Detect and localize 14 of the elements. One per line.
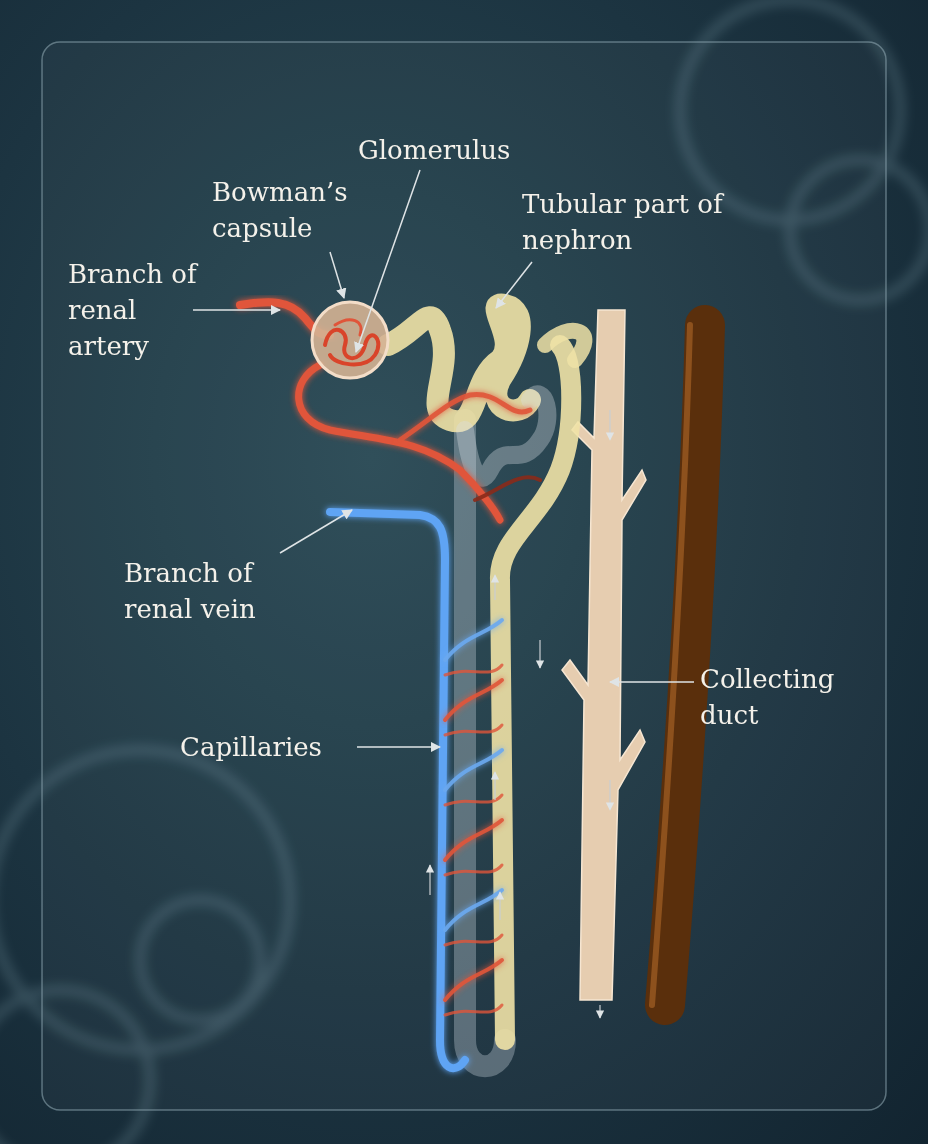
leader-line xyxy=(608,676,695,688)
callout-label: Collecting duct xyxy=(700,661,870,733)
callout-label: Capillaries xyxy=(180,729,355,765)
callout-label: Bowman’s capsule xyxy=(212,174,362,246)
leader-line xyxy=(329,251,347,299)
callout-label: Tubular part of nephron xyxy=(522,186,782,258)
leader-line xyxy=(356,741,442,753)
callout-label: Branch of renal vein xyxy=(124,555,294,627)
leader-line xyxy=(279,509,353,554)
leader-line xyxy=(354,169,421,353)
callout-label: Branch of renal artery xyxy=(68,256,198,364)
callout-label: Glomerulus xyxy=(358,132,558,168)
leader-line xyxy=(495,261,533,309)
leader-line xyxy=(192,304,282,316)
